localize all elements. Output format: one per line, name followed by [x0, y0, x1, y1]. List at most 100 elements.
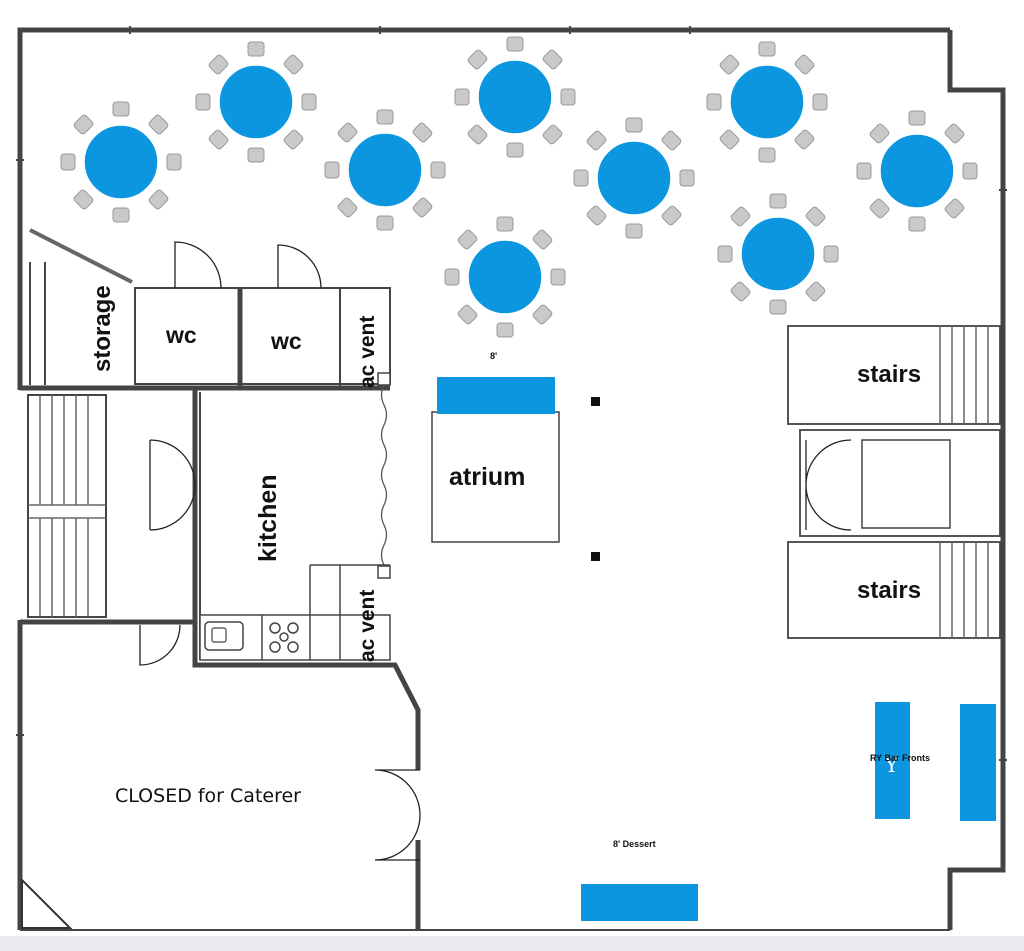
chair: [823, 245, 839, 263]
bar-fronts-label: RY Bar Fronts: [870, 753, 930, 763]
chair: [247, 147, 265, 163]
right-stairs-walls: [787, 325, 1001, 639]
corner-triangle: [21, 877, 73, 929]
chair: [542, 49, 563, 70]
chair: [457, 304, 478, 325]
bar-front-right: [960, 704, 996, 821]
round-table-top: [879, 133, 955, 209]
chair: [730, 206, 751, 227]
chair: [719, 129, 740, 150]
chair: [412, 122, 433, 143]
round-table-top: [596, 140, 672, 216]
chair: [758, 147, 776, 163]
wc-right-label: wc: [270, 328, 302, 354]
round-tables: [60, 36, 978, 338]
ac-vent-bottom-label: ac vent: [356, 590, 379, 662]
chair: [60, 153, 76, 171]
chair: [112, 101, 130, 117]
chair: [247, 41, 265, 57]
chair: [812, 93, 828, 111]
chair: [376, 215, 394, 231]
ac-vent-top-label: ac vent: [356, 316, 379, 388]
chair: [208, 129, 229, 150]
atrium-table-size-label: 8': [490, 351, 497, 361]
service-block-walls: [20, 228, 391, 579]
chair: [148, 189, 169, 210]
dessert-table-label: 8' Dessert: [613, 839, 656, 849]
stairs-bottom-label: stairs: [857, 577, 921, 604]
wc-left-label: wc: [165, 322, 197, 348]
storage-label: storage: [89, 285, 116, 372]
chair: [496, 322, 514, 338]
chair: [195, 93, 211, 111]
chair: [856, 162, 872, 180]
chair: [324, 161, 340, 179]
chair: [758, 41, 776, 57]
chair: [944, 198, 965, 219]
chair: [208, 54, 229, 75]
chair: [908, 216, 926, 232]
chair: [112, 207, 130, 223]
outer-walls: [16, 26, 1007, 931]
bar-front-left: [875, 702, 910, 819]
chair: [301, 93, 317, 111]
chair: [496, 216, 514, 232]
chair: [573, 169, 589, 187]
kitchen-label: kitchen: [254, 474, 282, 562]
chair: [805, 281, 826, 302]
chair: [337, 122, 358, 143]
chair: [532, 229, 553, 250]
chair: [506, 36, 524, 52]
round-table-top: [83, 124, 159, 200]
chair: [337, 197, 358, 218]
chair: [625, 223, 643, 239]
atrium-8ft-table: [437, 377, 555, 414]
chair: [532, 304, 553, 325]
chair: [586, 130, 607, 151]
kitchen-block-walls: [20, 390, 421, 930]
closed-for-caterer-label: CLOSED for Caterer: [115, 785, 301, 807]
chair: [794, 129, 815, 150]
chair: [376, 109, 394, 125]
round-table-top: [729, 64, 805, 140]
round-table: [324, 109, 446, 231]
stairs-top-label: stairs: [857, 361, 921, 388]
round-table: [60, 101, 182, 223]
chair: [706, 93, 722, 111]
chair: [586, 205, 607, 226]
round-table-top: [347, 132, 423, 208]
chair: [730, 281, 751, 302]
round-table-top: [467, 239, 543, 315]
round-table: [573, 117, 695, 239]
chair: [908, 110, 926, 126]
chair: [457, 229, 478, 250]
chair: [73, 114, 94, 135]
chair: [661, 130, 682, 151]
chair: [769, 299, 787, 315]
chair: [550, 268, 566, 286]
dessert-table: [581, 884, 698, 921]
chair: [412, 197, 433, 218]
round-table: [454, 36, 576, 158]
round-table-top: [477, 59, 553, 135]
chair: [625, 117, 643, 133]
round-table: [706, 41, 828, 163]
chair: [944, 123, 965, 144]
round-table: [444, 216, 566, 338]
chair: [283, 54, 304, 75]
bar-front-glyph: Y: [884, 753, 899, 777]
chair: [661, 205, 682, 226]
chair: [869, 123, 890, 144]
atrium-label: atrium: [449, 463, 525, 491]
chair: [794, 54, 815, 75]
atrium-area: [431, 397, 600, 561]
chair: [560, 88, 576, 106]
chair: [444, 268, 460, 286]
chair: [506, 142, 524, 158]
chair: [542, 124, 563, 145]
chair: [73, 189, 94, 210]
chair: [719, 54, 740, 75]
chair: [805, 206, 826, 227]
chair: [467, 124, 488, 145]
